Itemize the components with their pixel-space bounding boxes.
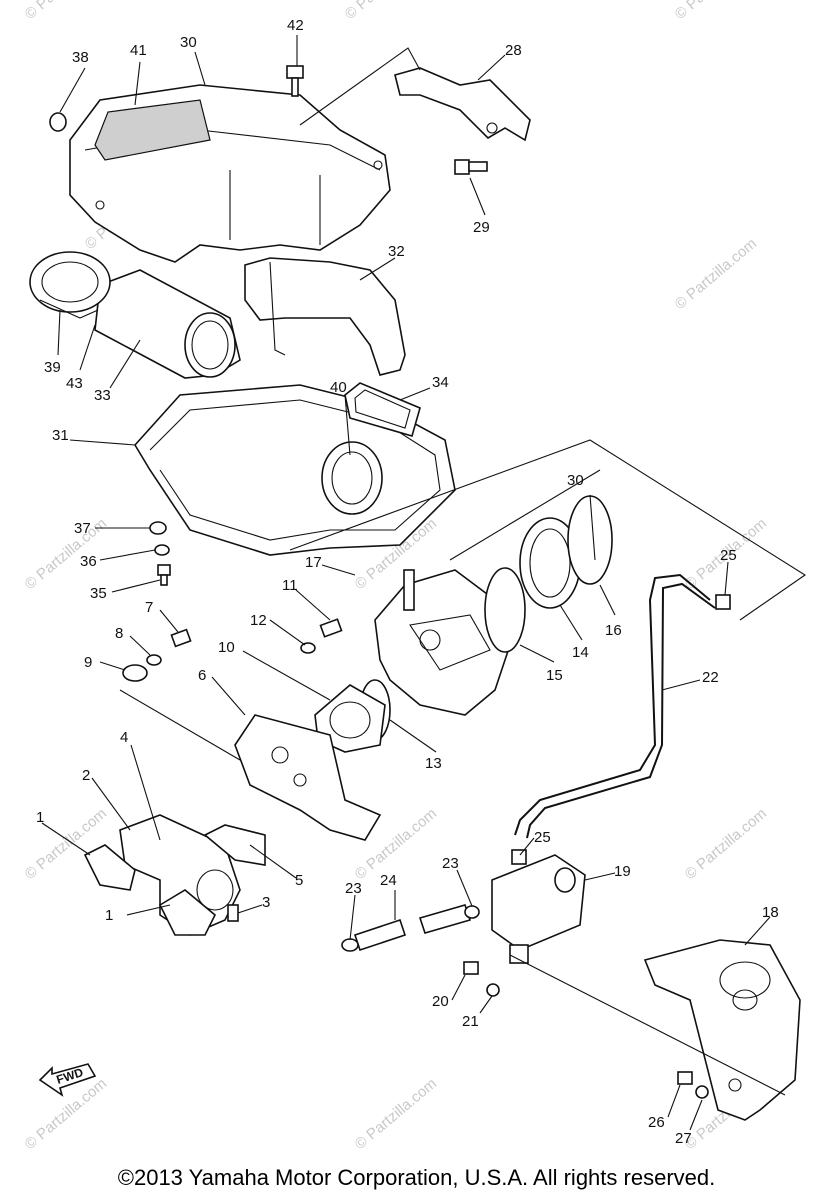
callout-21: 21 [462, 1013, 479, 1030]
callout-17: 17 [305, 554, 322, 571]
grommet-38 [49, 112, 67, 132]
breather-tank-19 [491, 854, 586, 964]
callout-29: 29 [473, 219, 490, 236]
callout-23b: 23 [345, 880, 362, 897]
callout-23a: 23 [442, 855, 459, 872]
callout-8: 8 [115, 625, 123, 642]
bracket-18 [643, 939, 801, 1121]
cover-bracket [394, 67, 531, 142]
bracket-plate-6 [234, 714, 382, 841]
callout-27: 27 [675, 1130, 692, 1147]
guide-lines [119, 47, 806, 1096]
watermark: © Partzilla.com [672, 0, 760, 23]
watermark: © Partzilla.com [352, 1075, 440, 1153]
callout-5: 5 [295, 872, 303, 889]
air-cleaner-case [134, 384, 456, 556]
watermark: © Partzilla.com [682, 805, 770, 883]
small-bolts [122, 618, 343, 856]
callout-10: 10 [218, 639, 235, 656]
callout-6: 6 [198, 667, 206, 684]
small-hardware-20-21 [463, 961, 500, 997]
fwd-arrow-icon: FWD [38, 1063, 97, 1097]
callout-15: 15 [546, 667, 563, 684]
watermark: © Partzilla.com [22, 0, 110, 23]
callout-1a: 1 [36, 809, 44, 826]
callout-32: 32 [388, 243, 405, 260]
callout-25b: 25 [534, 829, 551, 846]
callout-3: 3 [262, 894, 270, 911]
callout-14: 14 [572, 644, 589, 661]
intake-tube [94, 269, 241, 379]
callout-33: 33 [94, 387, 111, 404]
air-cleaner-cover [69, 84, 391, 263]
carb-clamps-and-joint [359, 495, 613, 741]
callout-31: 31 [52, 427, 69, 444]
intake-elbow [244, 257, 406, 376]
bolt-29 [454, 159, 488, 175]
callout-30: 30 [180, 34, 197, 51]
callout-11: 11 [282, 577, 298, 594]
callout-19: 19 [614, 863, 631, 880]
watermark: © Partzilla.com [22, 515, 110, 593]
callout-42: 42 [287, 17, 304, 34]
callout-26: 26 [648, 1114, 665, 1131]
callout-24: 24 [380, 872, 397, 889]
callout-1b: 1 [105, 907, 113, 924]
watermark: © Partzilla.com [342, 0, 430, 23]
callout-41: 41 [130, 42, 147, 59]
case-hardware [149, 521, 171, 586]
intake-manifold [83, 814, 266, 936]
callout-7: 7 [145, 599, 153, 616]
callout-36: 36 [80, 553, 97, 570]
callout-39: 39 [44, 359, 61, 376]
callout-16: 16 [605, 622, 622, 639]
callout-35: 35 [90, 585, 107, 602]
copyright-notice: ©2013 Yamaha Motor Corporation, U.S.A. A… [117, 1165, 716, 1190]
callout-40: 40 [330, 379, 347, 396]
callout-25a: 25 [720, 547, 737, 564]
nut-26-27 [677, 1071, 709, 1099]
callout-18: 18 [762, 904, 779, 921]
intake-cap [29, 251, 111, 319]
callout-20: 20 [432, 993, 449, 1010]
callout-2: 2 [82, 767, 90, 784]
carburetor [374, 569, 511, 716]
callout-12: 12 [250, 612, 267, 629]
bolt-42 [286, 65, 304, 97]
callout-34: 34 [432, 374, 449, 391]
callout-37: 37 [74, 520, 91, 537]
callout-22: 22 [702, 669, 719, 686]
watermark: © Partzilla.com [672, 235, 760, 313]
callout-38: 38 [72, 49, 89, 66]
callout-9: 9 [84, 654, 92, 671]
vent-hose-22 [511, 573, 731, 865]
callout-4: 4 [120, 729, 128, 746]
hose-24 [341, 904, 480, 952]
callout-28: 28 [505, 42, 522, 59]
callout-43: 43 [66, 375, 83, 392]
callout-13: 13 [425, 755, 442, 772]
callouts: 38 41 30 42 28 29 32 39 43 33 40 34 31 3… [36, 17, 779, 1147]
callout-30b: 30 [567, 472, 584, 489]
gasket-34 [344, 382, 421, 437]
